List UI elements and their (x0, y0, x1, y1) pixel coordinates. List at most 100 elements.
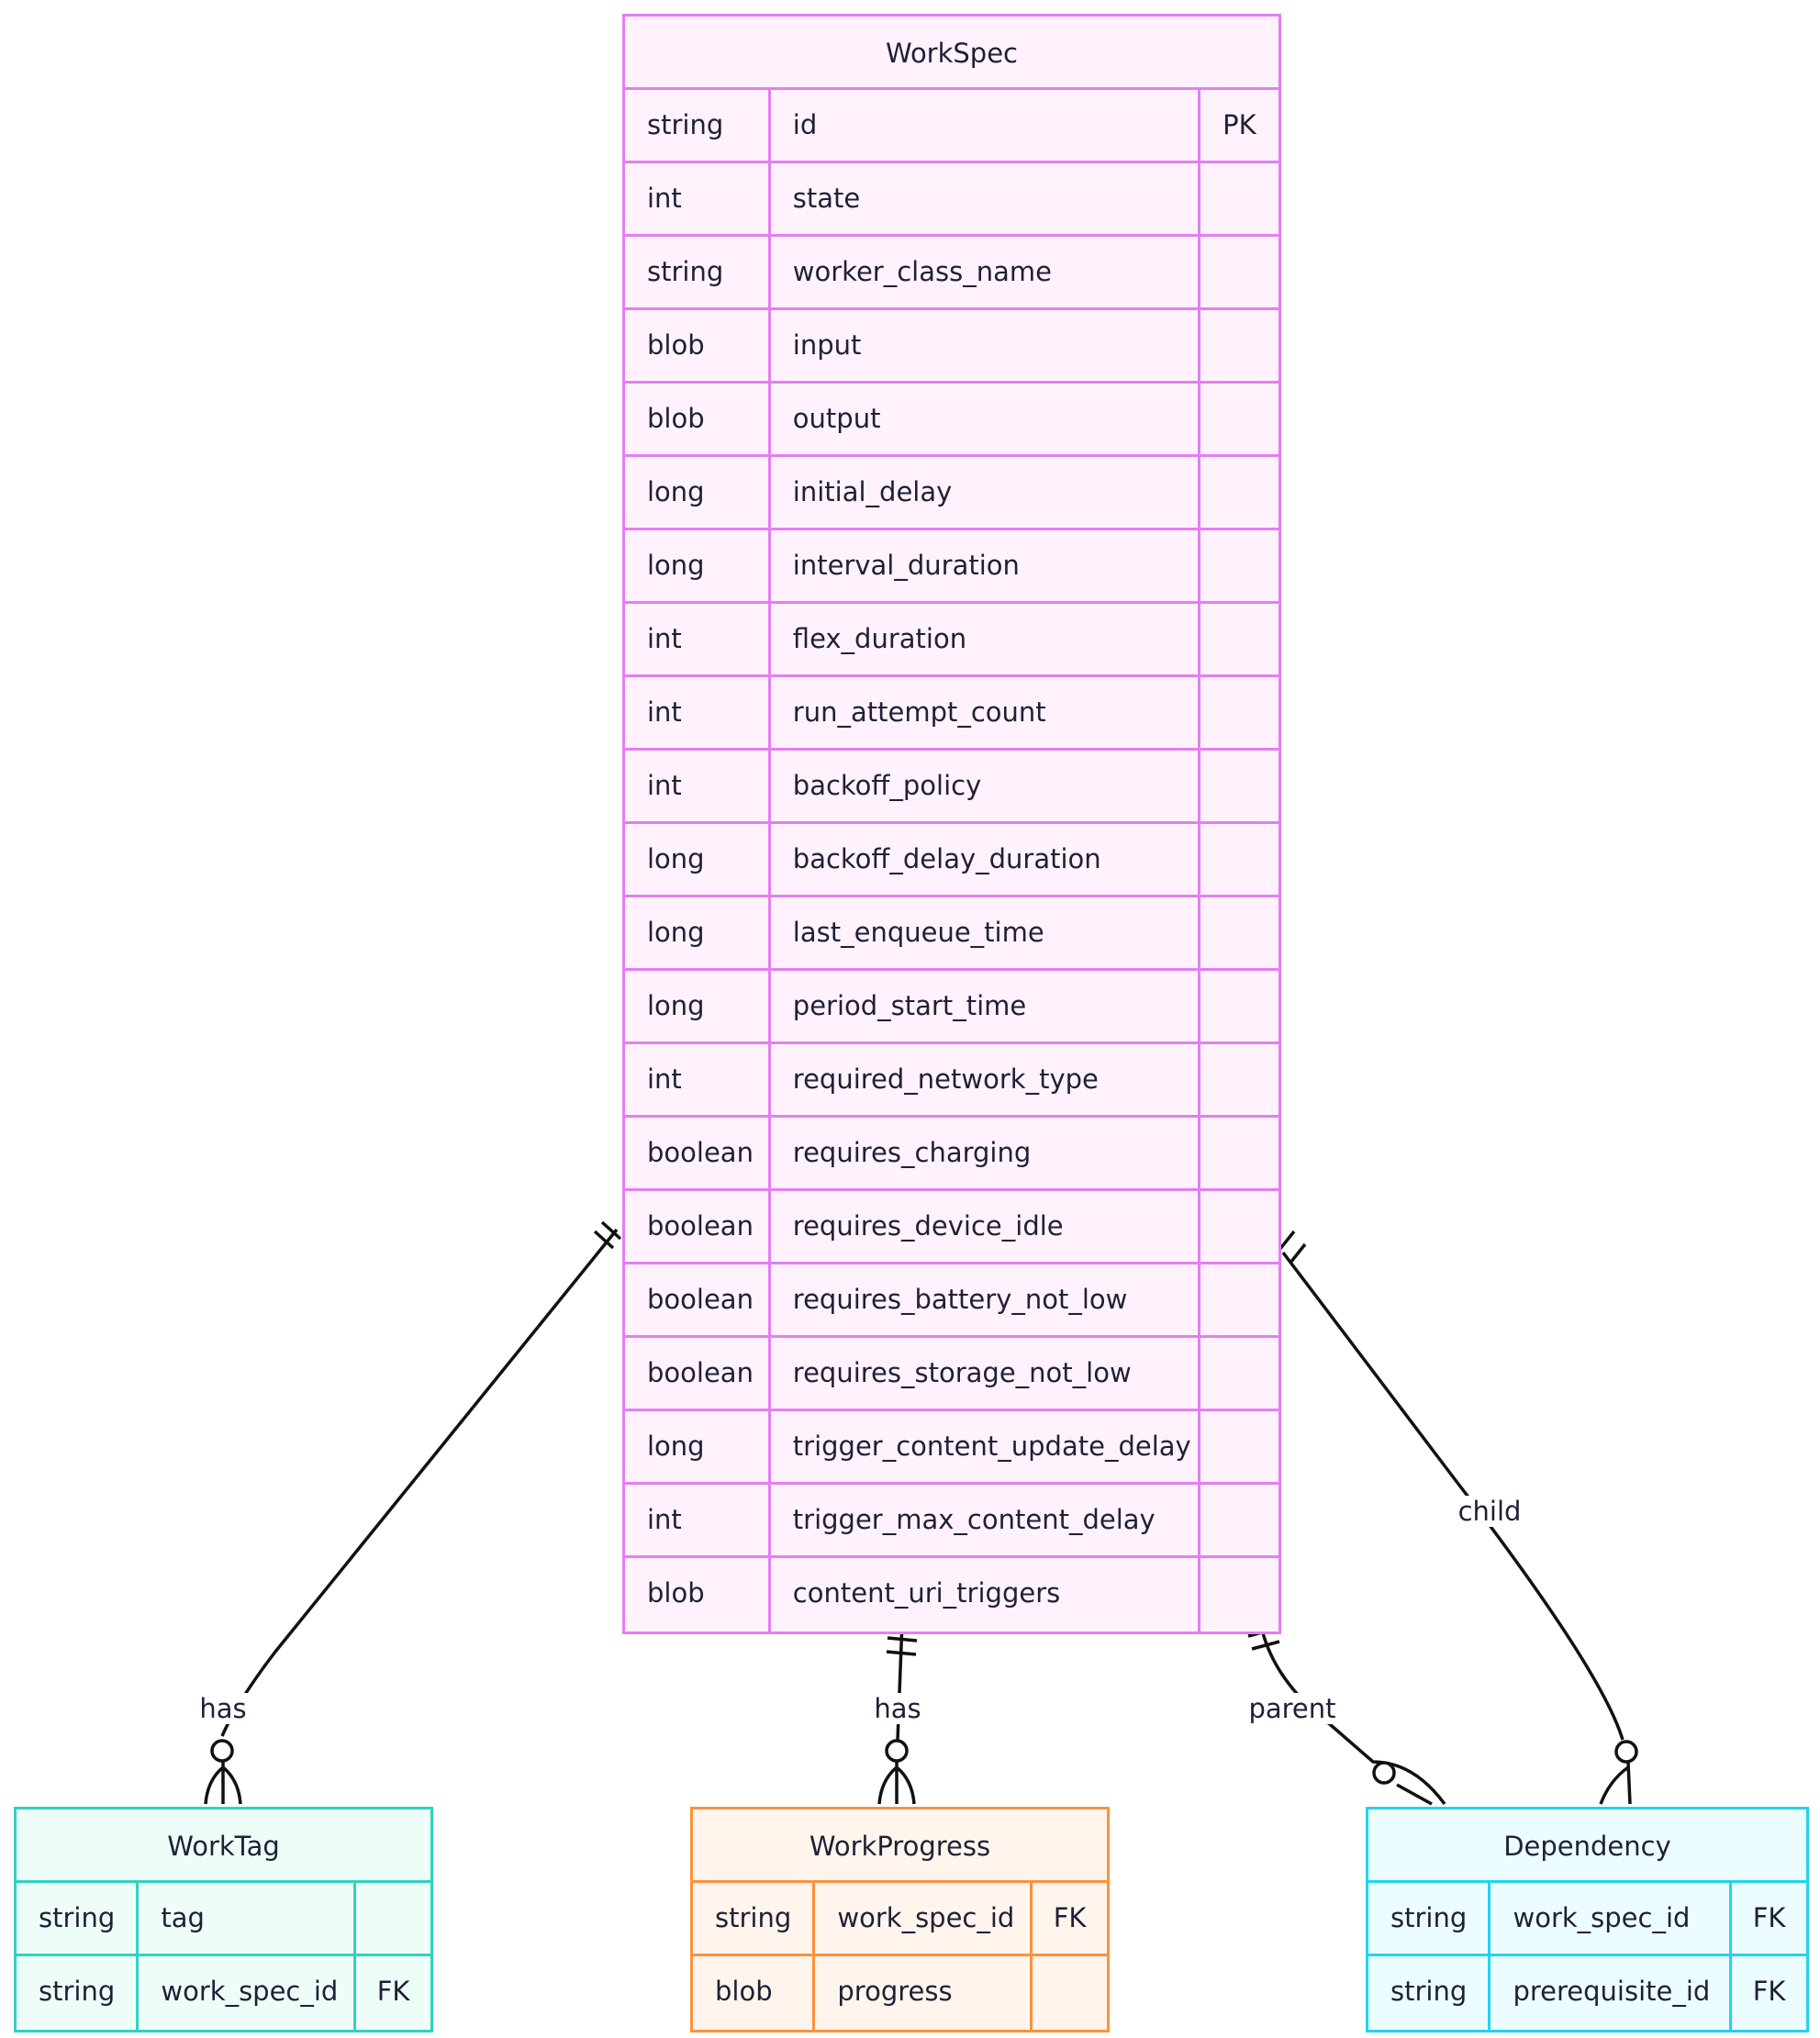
attribute-type: blob (625, 1558, 771, 1632)
zero-marker-parent (1372, 1761, 1396, 1785)
many-marker-workprogress (877, 1762, 916, 1805)
attribute-type: boolean (625, 1118, 771, 1188)
attribute-type: long (625, 897, 771, 968)
attribute-name: requires_storage_not_low (771, 1338, 1200, 1409)
attribute-type: string (625, 90, 771, 161)
attribute-type: blob (693, 1956, 816, 2030)
attribute-key (1200, 1264, 1278, 1335)
attribute-key (1200, 971, 1278, 1041)
attribute-key (1200, 1118, 1278, 1188)
attribute-name: trigger_content_update_delay (771, 1411, 1200, 1482)
attribute-name: work_spec_id (139, 1956, 357, 2030)
attribute-type: string (625, 237, 771, 307)
attribute-key (1200, 530, 1278, 601)
attribute-key: FK (376, 1976, 410, 2007)
attribute-key (1200, 457, 1278, 528)
attribute-key (1200, 1558, 1278, 1632)
entity-title: WorkTag (17, 1810, 430, 1883)
attribute-key (1200, 1191, 1278, 1262)
attribute-name: requires_device_idle (771, 1191, 1200, 1262)
zero-marker-workprogress (885, 1739, 909, 1763)
attribute-type: boolean (625, 1338, 771, 1409)
entity-title: WorkSpec (625, 17, 1278, 90)
attribute-name: work_spec_id (815, 1883, 1033, 1954)
attribute-name: worker_class_name (771, 237, 1200, 307)
attribute-type: string (17, 1956, 140, 2030)
one-marker-child (1278, 1230, 1307, 1264)
many-marker-child (1599, 1762, 1632, 1805)
attribute-name: tag (139, 1883, 357, 1954)
attribute-type: string (1368, 1883, 1491, 1954)
relationship-label: has (870, 1693, 925, 1724)
attribute-key (1200, 384, 1278, 454)
attribute-type: int (625, 1044, 771, 1115)
attribute-key (1200, 751, 1278, 821)
attribute-name: prerequisite_id (1491, 1956, 1733, 2030)
attribute-name: output (771, 384, 1200, 454)
relationship-label: child (1454, 1496, 1525, 1527)
attribute-name: flex_duration (771, 604, 1200, 674)
attribute-key: FK (1053, 1902, 1087, 1933)
attribute-key: PK (1223, 109, 1256, 140)
one-marker-workprogress (886, 1636, 918, 1656)
attribute-name: trigger_max_content_delay (771, 1485, 1200, 1555)
relationship-label: has (195, 1693, 251, 1724)
zero-marker-worktag (210, 1739, 234, 1763)
attribute-name: period_start_time (771, 971, 1200, 1041)
attribute-key (1200, 677, 1278, 748)
attribute-key (1033, 1956, 1107, 2030)
attribute-name: last_enqueue_time (771, 897, 1200, 968)
attribute-name: run_attempt_count (771, 677, 1200, 748)
attribute-type: long (625, 530, 771, 601)
attribute-name: interval_duration (771, 530, 1200, 601)
attribute-type: string (1368, 1956, 1491, 2030)
attribute-type: int (625, 751, 771, 821)
attribute-type: long (625, 971, 771, 1041)
attribute-type: long (625, 824, 771, 895)
zero-marker-child (1614, 1740, 1638, 1764)
attribute-type: blob (625, 384, 771, 454)
attribute-key (356, 1883, 430, 1954)
relationship-line-worktag (220, 1228, 619, 1737)
attribute-name: id (771, 90, 1200, 161)
attribute-key (1200, 1044, 1278, 1115)
attribute-name: progress (815, 1956, 1033, 2030)
attribute-name: backoff_delay_duration (771, 824, 1200, 895)
attribute-name: requires_charging (771, 1118, 1200, 1188)
attribute-type: string (17, 1883, 140, 1954)
attribute-key (1200, 897, 1278, 968)
attribute-type: blob (625, 310, 771, 381)
attribute-name: backoff_policy (771, 751, 1200, 821)
attribute-type: boolean (625, 1191, 771, 1262)
attribute-key (1200, 824, 1278, 895)
relationship-line-parent (1258, 1620, 1446, 1806)
attribute-type: int (625, 1485, 771, 1555)
attribute-key: FK (1752, 1902, 1786, 1933)
attribute-type: int (625, 163, 771, 234)
